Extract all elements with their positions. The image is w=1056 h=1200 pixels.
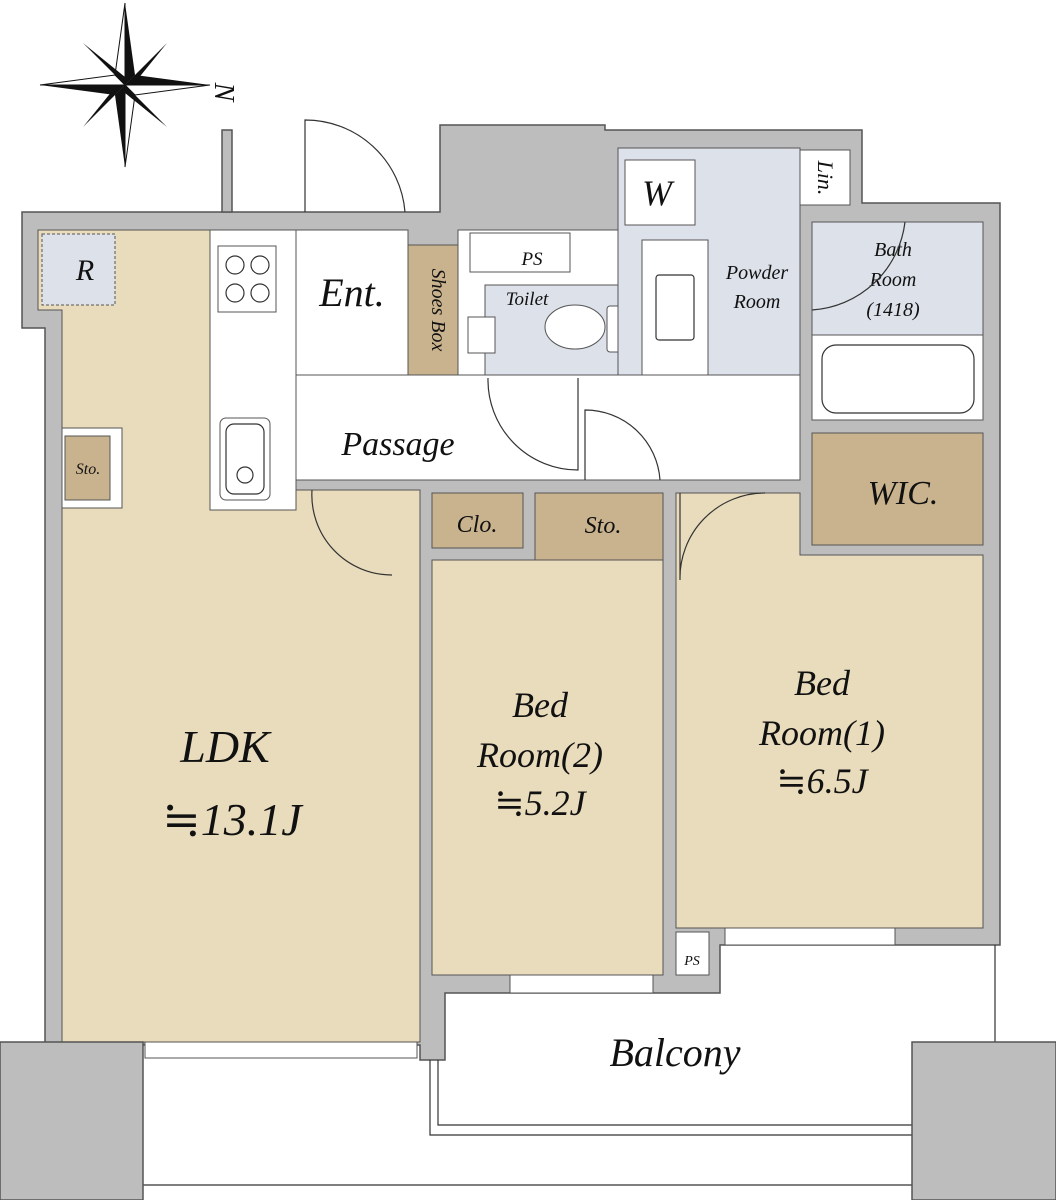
bedroom-1-window bbox=[724, 927, 896, 946]
storage bbox=[534, 492, 664, 561]
wall-fin bbox=[221, 129, 233, 213]
compass-rose-icon bbox=[39, 2, 211, 168]
vanity-sink-icon bbox=[655, 274, 695, 341]
kitchen-sink-icon bbox=[219, 417, 271, 501]
storage-small bbox=[64, 435, 111, 501]
balcony-label: Balcony bbox=[609, 1030, 740, 1075]
linen-closet bbox=[799, 149, 851, 206]
pipe-space-label: PS bbox=[520, 249, 543, 270]
north-label: N bbox=[208, 82, 239, 103]
toilet-label: Toilet bbox=[506, 289, 549, 310]
linen-label: Lin. bbox=[813, 160, 838, 196]
bedroom-1 bbox=[675, 492, 984, 929]
passage bbox=[295, 374, 801, 481]
bath-door-icon[interactable] bbox=[811, 221, 906, 311]
bath-room bbox=[811, 221, 984, 336]
balcony-inner-line bbox=[437, 1060, 985, 1126]
entrance bbox=[295, 229, 409, 376]
refrigerator-label: R bbox=[75, 254, 94, 287]
pipe-space bbox=[469, 232, 571, 273]
storage-door-icon[interactable] bbox=[584, 409, 661, 481]
bathtub-area bbox=[811, 334, 984, 421]
bath-room-label-2: Room bbox=[869, 269, 917, 291]
closet bbox=[431, 492, 524, 549]
storage-label: Sto. bbox=[585, 513, 622, 539]
bedroom-2-area: ≒5.2J bbox=[494, 783, 587, 823]
toilet-door-icon[interactable] bbox=[487, 377, 579, 471]
walk-in-closet bbox=[811, 432, 984, 546]
pipe-space-small bbox=[675, 931, 710, 976]
shoes-box-label: Shoes Box bbox=[427, 269, 449, 352]
balcony-railing bbox=[429, 945, 996, 1136]
bath-room-label-3: (1418) bbox=[866, 299, 920, 321]
passage-label: Passage bbox=[340, 426, 454, 463]
toilet-sink-icon bbox=[467, 316, 496, 354]
powder-room-label-1: Powder bbox=[725, 262, 788, 284]
entrance-door-icon[interactable] bbox=[304, 119, 406, 213]
refrigerator-space bbox=[41, 233, 116, 306]
pillar-left bbox=[0, 1041, 144, 1200]
toilet-icon bbox=[544, 304, 631, 353]
bedroom-2-label-2: Room(2) bbox=[476, 735, 603, 775]
bedroom-2-window bbox=[509, 974, 654, 994]
washer-space bbox=[624, 159, 696, 226]
wic-label: WIC. bbox=[868, 475, 939, 512]
bedroom-2-label-1: Bed bbox=[512, 685, 569, 725]
bedroom-1-door-icon[interactable] bbox=[679, 492, 766, 581]
ldk-area: ≒13.1J bbox=[162, 794, 304, 845]
entrance-label: Ent. bbox=[318, 270, 385, 315]
ldk-door-icon[interactable] bbox=[311, 489, 393, 576]
pipe-space-small-label: PS bbox=[683, 954, 700, 969]
closet-label: Clo. bbox=[457, 512, 498, 538]
bathtub-icon bbox=[821, 344, 975, 414]
bedroom-1-area: ≒6.5J bbox=[776, 761, 869, 801]
ldk-window bbox=[144, 1041, 418, 1059]
pillar-right bbox=[911, 1041, 1056, 1200]
ldk-label: LDK bbox=[179, 721, 272, 772]
vanity bbox=[641, 239, 709, 376]
powder-room-label-2: Room bbox=[733, 291, 781, 313]
storage-small-label: Sto. bbox=[76, 461, 100, 478]
bedroom-1-label-2: Room(1) bbox=[758, 713, 885, 753]
bath-room-label-1: Bath bbox=[874, 239, 912, 261]
washer-label: W bbox=[642, 173, 675, 213]
stove-icon bbox=[217, 245, 277, 313]
bedroom-1-label-1: Bed bbox=[794, 663, 851, 703]
